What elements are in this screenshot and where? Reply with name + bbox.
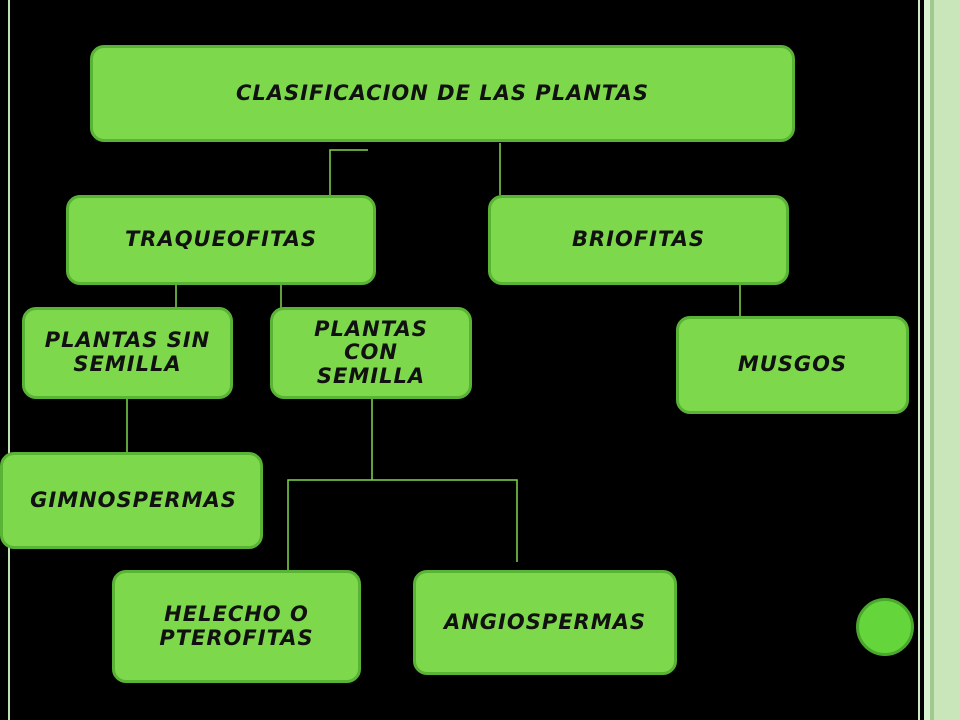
node-label: ANGIOSPERMAS (443, 609, 647, 634)
node-briofitas: BRIOFITAS (488, 195, 789, 285)
node-helecho-pterofitas: HELECHO O PTEROFITAS (112, 570, 361, 683)
node-label: GIMNOSPERMAS (30, 487, 237, 512)
node-label: TRAQUEOFITAS (124, 227, 318, 252)
node-label: BRIOFITAS (571, 227, 706, 252)
right-decor-stripe (930, 0, 934, 720)
connector-con-semilla-helecho (287, 479, 372, 572)
node-label: PLANTAS SIN SEMILLA (44, 328, 211, 376)
node-label: MUSGOS (737, 352, 848, 377)
decorative-circle (856, 598, 914, 656)
node-gimnospermas: GIMNOSPERMAS (0, 452, 263, 549)
node-label: CLASIFICACION DE LAS PLANTAS (236, 80, 649, 105)
node-musgos: MUSGOS (676, 316, 909, 414)
node-label: PLANTAS CON SEMILLA (314, 316, 428, 388)
connector-con-semilla-angiospermas (372, 479, 518, 562)
right-decor-stripe (924, 0, 930, 720)
node-angiospermas: ANGIOSPERMAS (413, 570, 677, 675)
left-border-line (8, 0, 10, 720)
node-traqueofitas: TRAQUEOFITAS (66, 195, 376, 285)
node-plantas-con-semilla: PLANTAS CON SEMILLA (270, 307, 472, 399)
node-plantas-sin-semilla: PLANTAS SIN SEMILLA (22, 307, 233, 399)
right-border-line (918, 0, 920, 720)
node-label: HELECHO O PTEROFITAS (159, 601, 314, 650)
connector-root-traqueofitas (329, 149, 368, 195)
node-clasificacion-plantas: CLASIFICACION DE LAS PLANTAS (90, 45, 795, 142)
right-decor-stripe (934, 0, 960, 720)
